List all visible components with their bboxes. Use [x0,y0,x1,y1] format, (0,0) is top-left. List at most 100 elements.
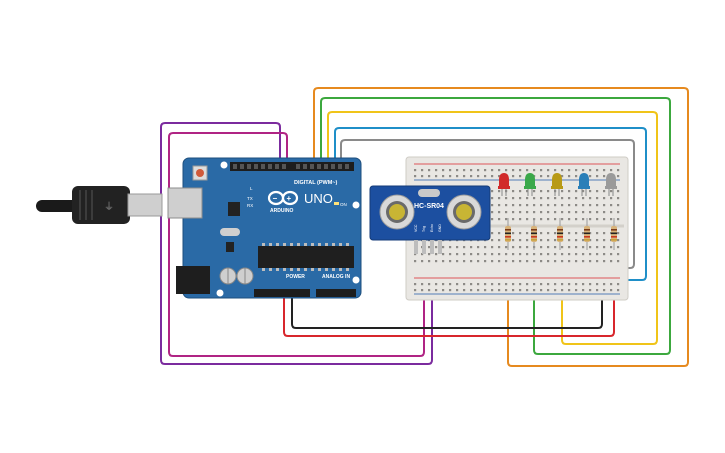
breadboard-hole [540,169,543,172]
breadboard-hole [561,253,564,256]
breadboard-hole [449,283,452,286]
breadboard-hole [589,239,592,242]
breadboard-hole [463,169,466,172]
led-yellow[interactable] [551,173,563,196]
regulator [226,242,234,252]
breadboard-hole [568,204,571,207]
breadboard-hole [512,289,515,292]
breadboard-hole [442,283,445,286]
breadboard-hole [582,232,585,235]
resistor[interactable] [557,218,563,250]
breadboard-hole [526,260,529,263]
usb-connector-metal [127,193,163,217]
board-logo-text: ARDUINO [270,208,293,214]
wire-yellow[interactable] [327,111,658,345]
breadboard-hole [428,260,431,263]
breadboard-hole [603,197,606,200]
wires [160,87,689,367]
usb-chip [228,202,240,216]
breadboard-hole [512,190,515,193]
breadboard-hole [589,190,592,193]
breadboard-hole [610,283,613,286]
breadboard-hole [582,190,585,193]
breadboard-hole [491,253,494,256]
breadboard-hole [484,246,487,249]
breadboard-hole [603,175,606,178]
led-green[interactable] [524,173,536,196]
breadboard-hole [596,260,599,263]
breadboard-hole [617,260,620,263]
resistor[interactable] [611,218,617,250]
wire-green[interactable] [320,97,671,355]
breadboard-hole [491,175,494,178]
usb-b-port [167,187,203,219]
breadboard-hole [582,253,585,256]
breadboard-hole [519,204,522,207]
breadboard-hole [512,175,515,178]
breadboard-hole [456,283,459,286]
wire-red[interactable] [283,292,615,337]
breadboard-hole [554,197,557,200]
breadboard-hole [435,289,438,292]
resistor[interactable] [505,218,511,250]
breadboard-hole [540,197,543,200]
breadboard-hole [505,253,508,256]
led-white[interactable] [605,173,617,196]
breadboard-hole [547,169,550,172]
breadboard-hole [421,289,424,292]
breadboard-hole [617,190,620,193]
power-jack [176,266,210,294]
breadboard-hole [554,260,557,263]
breadboard-hole [610,246,613,249]
arduino-uno-board[interactable]: DIGITAL (PWM~) TX RX L ON − + UNO ARDUIN… [167,157,362,299]
breadboard-hole [491,169,494,172]
breadboard-hole [498,232,501,235]
wire-purple[interactable] [160,122,433,365]
breadboard-hole [498,204,501,207]
breadboard-hole [484,169,487,172]
breadboard-hole [498,239,501,242]
breadboard-hole [533,190,536,193]
breadboard-hole [540,190,543,193]
wire-orange[interactable] [313,87,689,367]
breadboard-hole [505,169,508,172]
breadboard-hole [519,218,522,221]
breadboard-hole [519,169,522,172]
led-blue[interactable] [578,173,590,196]
breadboard-hole [582,289,585,292]
breadboard-hole [540,289,543,292]
digital-label: DIGITAL (PWM~) [294,180,338,186]
breadboard-hole [617,232,620,235]
breadboard-hole [421,260,424,263]
breadboard-hole [484,289,487,292]
tx-label: TX [247,196,253,201]
sensor-crystal [418,189,440,197]
resistor[interactable] [584,218,590,250]
breadboard-hole [505,204,508,207]
breadboard-hole [442,253,445,256]
resistor[interactable] [531,218,537,250]
breadboard-hole [540,232,543,235]
breadboard-hole [414,175,417,178]
wire-magenta[interactable] [168,132,425,357]
breadboard-hole [568,283,571,286]
on-label: ON [340,202,347,207]
breadboard-hole [442,169,445,172]
breadboard-hole [582,239,585,242]
breadboard-hole [547,232,550,235]
breadboard-hole [554,211,557,214]
breadboard-hole [554,253,557,256]
breadboard-hole [589,218,592,221]
breadboard-hole [498,260,501,263]
breadboard-hole [610,211,613,214]
wire-black[interactable] [291,290,603,329]
breadboard-hole [491,204,494,207]
led-red[interactable] [498,173,510,196]
breadboard-hole [589,289,592,292]
breadboard-hole [435,175,438,178]
breadboard-hole [526,239,529,242]
board-brand: UNO [304,191,333,206]
breadboard-hole [617,246,620,249]
breadboard-hole [610,218,613,221]
hc-sr04-sensor[interactable]: HC-SR04 VCC Trig Echo GND [369,185,491,254]
